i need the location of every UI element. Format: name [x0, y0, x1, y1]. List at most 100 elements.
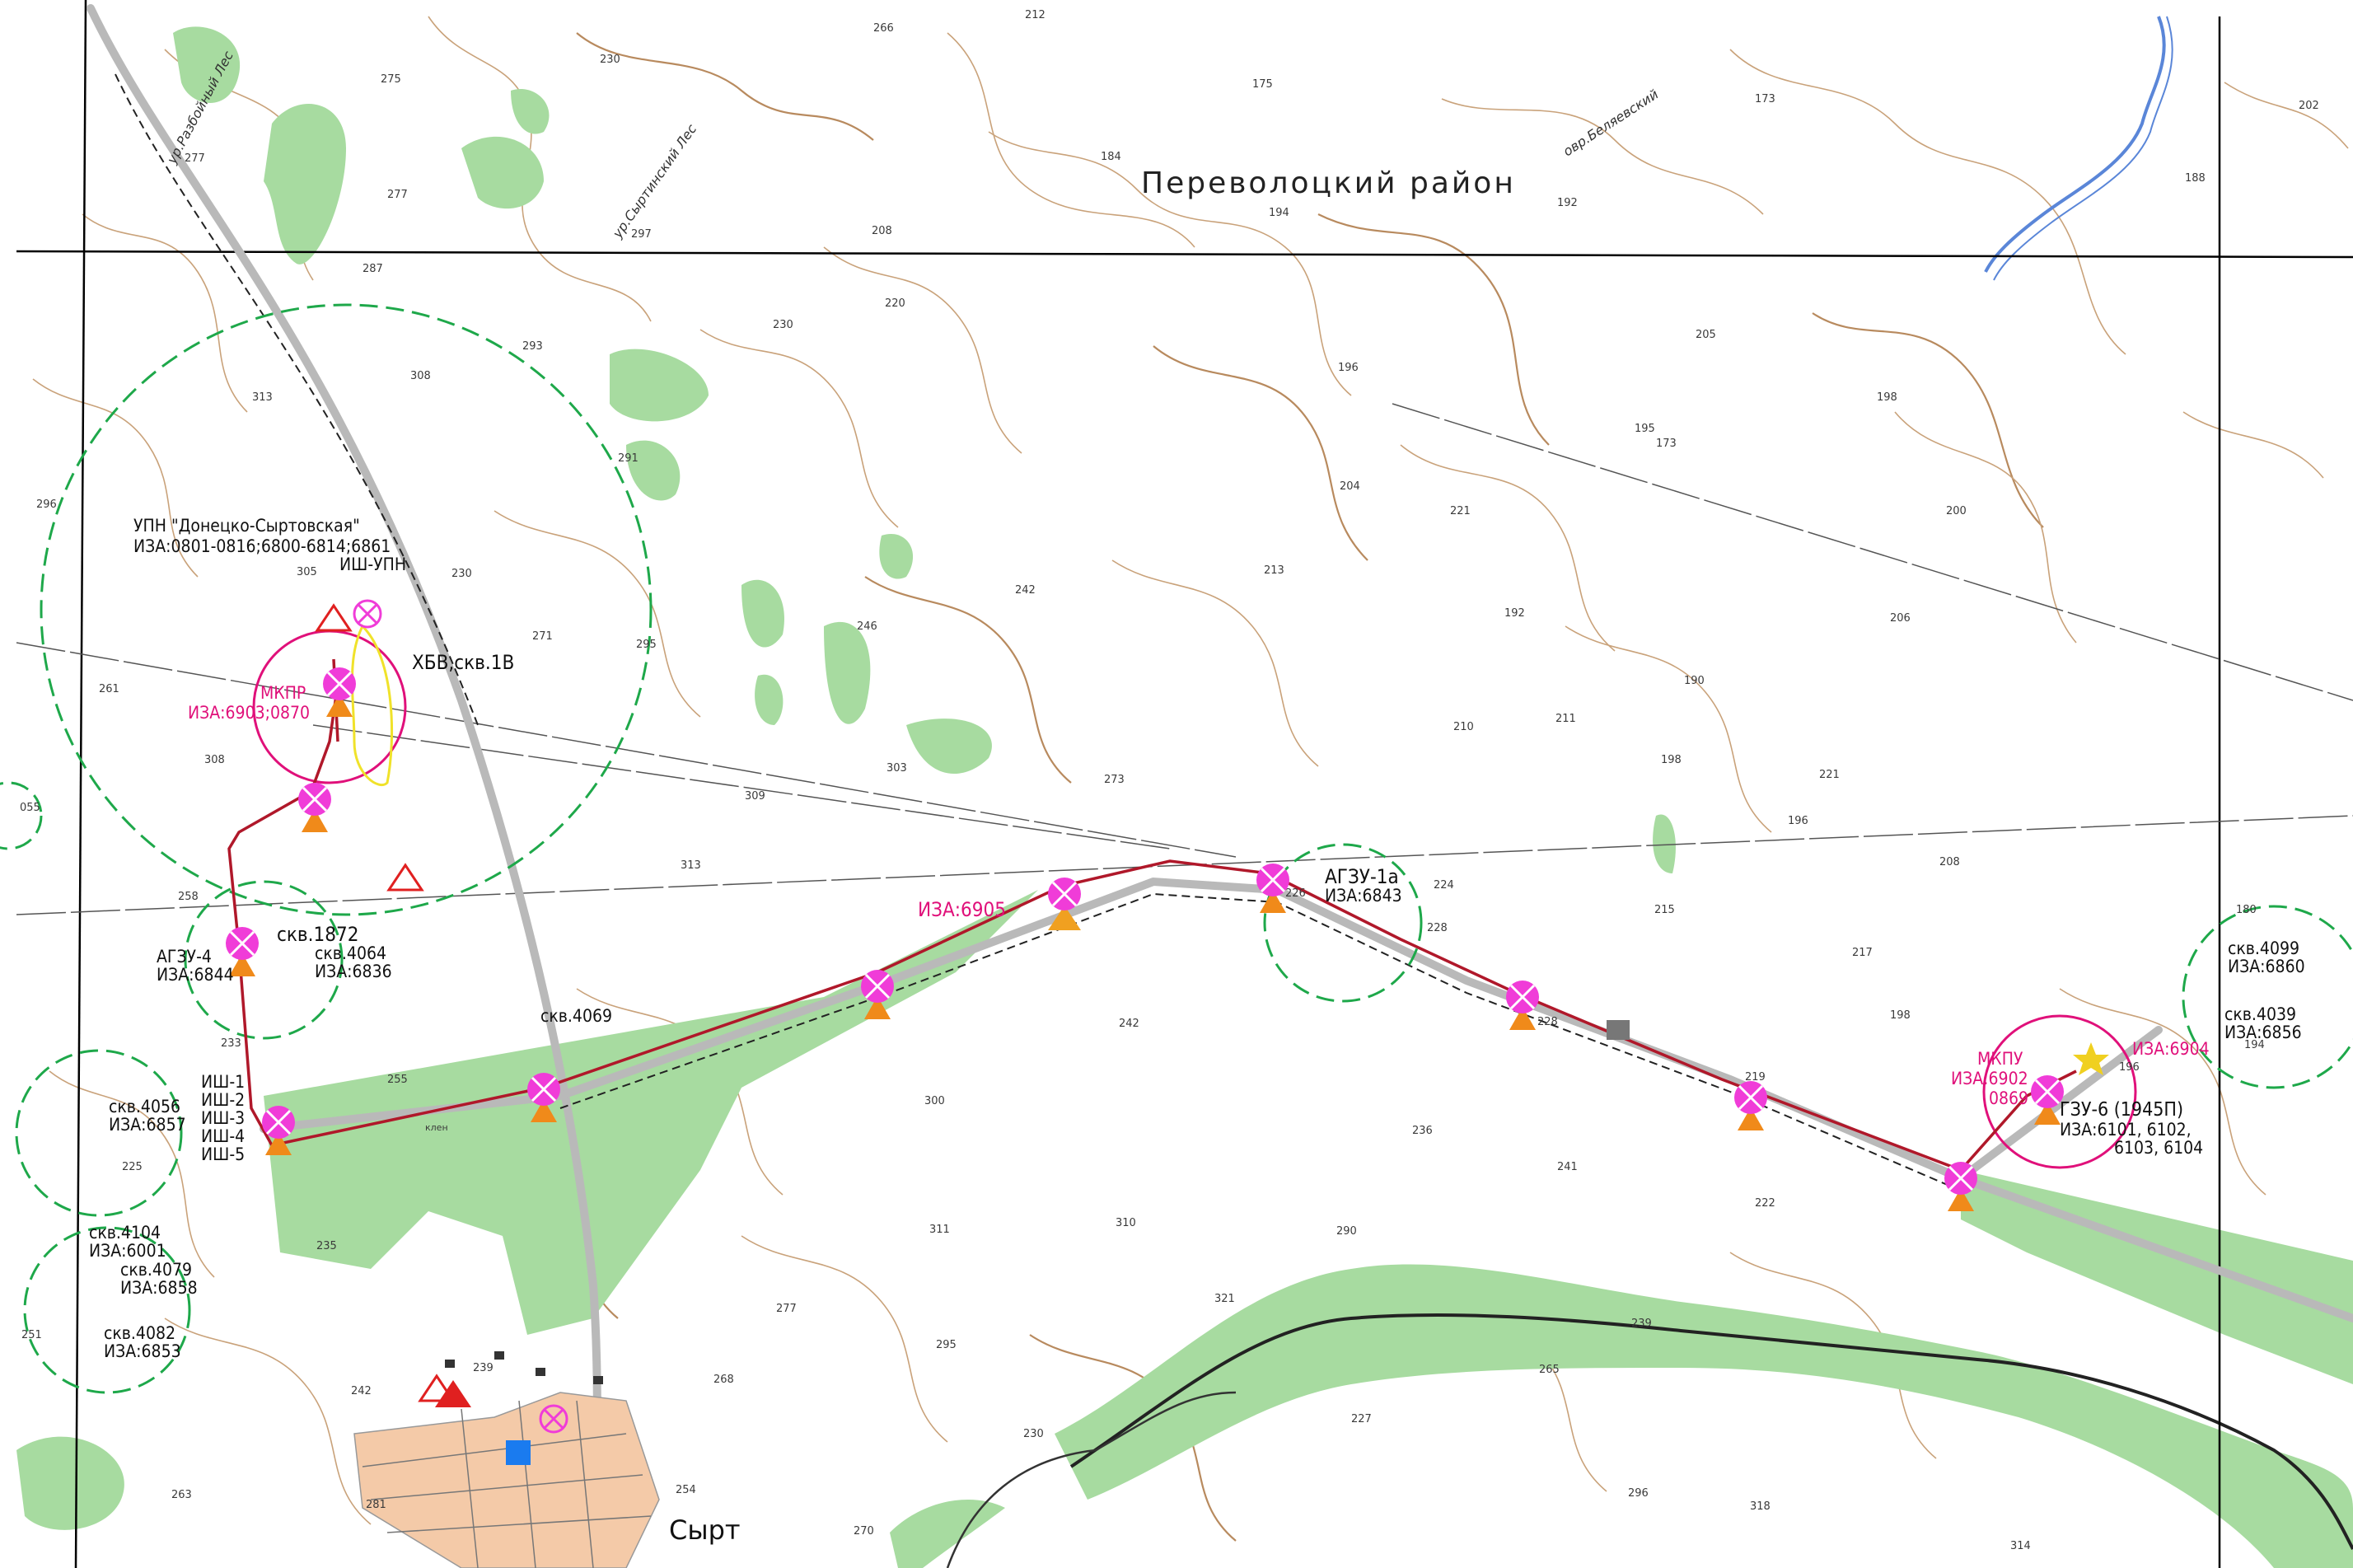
elevation-label: 295 [636, 639, 657, 651]
forest-patch [824, 621, 871, 724]
iza6904-label: ИЗА:6904 [2132, 1039, 2210, 1059]
elevation-label: 305 [297, 566, 317, 578]
buffer-zone-skv4056 [15, 1049, 183, 1217]
elevation-label: 261 [99, 683, 119, 695]
elevation-label: 200 [1946, 505, 1967, 517]
emission-source-icon [1048, 878, 1081, 930]
forest-patch [1653, 814, 1676, 873]
warning-triangle-icon [315, 603, 353, 632]
elevation-label: 287 [363, 263, 383, 275]
elevation-label: 268 [713, 1374, 734, 1386]
forest-patch [906, 718, 992, 775]
forest-patch [264, 104, 346, 264]
elevation-label: 242 [351, 1385, 372, 1397]
agzu1a-iza: ИЗА:6843 [1325, 886, 1402, 906]
emission-source-icon [2031, 1075, 2064, 1125]
elevation-label: 055 [20, 802, 40, 814]
buffer-zone-skv4099 [2182, 905, 2353, 1089]
vegetation-strip [264, 890, 1038, 1335]
forest-patch [511, 89, 550, 134]
ish3-label: ИШ-3 [201, 1108, 245, 1128]
elevation-label: 313 [681, 859, 701, 872]
elevation-label: 233 [221, 1037, 241, 1050]
agzu4-name: АГЗУ-4 [157, 947, 212, 967]
elevation-label: 173 [1755, 93, 1775, 105]
elevation-label: 310 [1116, 1217, 1136, 1229]
elevation-label: 198 [1661, 754, 1682, 766]
elevation-label: 270 [854, 1525, 874, 1538]
emission-source-icon [323, 667, 356, 717]
gzu6-name: ГЗУ-6 (1945П) [2060, 1099, 2183, 1121]
elevation-label: 221 [1450, 505, 1471, 517]
elevation-label: 226 [1285, 887, 1306, 900]
skv4064-name: скв.4064 [315, 943, 386, 963]
buffer-zones [0, 303, 2353, 1394]
elevation-label: 192 [1557, 197, 1578, 209]
elevation-label: 313 [252, 391, 273, 404]
elevation-label: 296 [36, 498, 57, 511]
elevation-label: 265 [1539, 1364, 1560, 1376]
mkpu-name: МКПУ [1977, 1049, 2023, 1069]
elevation-label: 190 [1684, 675, 1705, 687]
emission-source-icon [1944, 1162, 1977, 1211]
elevation-label: 220 [885, 297, 905, 310]
khbv-label: ХБВ,скв.1В [412, 651, 514, 674]
elevation-label: 277 [185, 152, 205, 165]
forest-patch [610, 349, 709, 422]
elevation-label: 314 [2010, 1540, 2031, 1552]
mkpr-iza: ИЗА:6903;0870 [188, 703, 310, 723]
building-icon [1607, 1020, 1630, 1040]
river-floodplain [1055, 1264, 2353, 1568]
river-floodplain [890, 1500, 1005, 1568]
elevation-label: 204 [1340, 480, 1360, 493]
elevation-label: 180 [2236, 904, 2257, 916]
elevation-label: 236 [1412, 1125, 1433, 1137]
elevation-label: 297 [631, 228, 652, 241]
elevation-label: 219 [1745, 1071, 1766, 1084]
elevation-label: 271 [532, 630, 553, 643]
skv4104-iza: ИЗА:6001 [89, 1241, 166, 1261]
elevation-label: 293 [522, 340, 543, 353]
elevation-label: 303 [886, 762, 907, 775]
agzu1a-name: АГЗУ-1а [1325, 865, 1399, 888]
elevation-label: 175 [1252, 78, 1273, 91]
skv4069-label: скв.4069 [540, 1006, 612, 1026]
elevation-label: 184 [1101, 151, 1121, 163]
facility-markers [226, 599, 2109, 1465]
elevation-label: 212 [1025, 9, 1046, 21]
elevation-label: 277 [776, 1303, 797, 1315]
elevation-label: 198 [1890, 1009, 1911, 1022]
ish1-label: ИШ-1 [201, 1072, 245, 1092]
elevation-label: 296 [1628, 1487, 1649, 1500]
emission-source-icon [1506, 981, 1539, 1030]
elevation-label: 222 [1755, 1197, 1775, 1210]
elevation-label: 235 [316, 1240, 337, 1252]
agzu4-iza: ИЗА:6844 [157, 965, 234, 985]
elevation-label: 273 [1104, 774, 1125, 786]
buffer-zone-upn [40, 303, 653, 916]
upn-iza: ИЗА:0801-0816;6800-6814;6861 [133, 536, 391, 556]
elevation-label: 318 [1750, 1500, 1771, 1513]
elevation-label: 196 [1338, 362, 1359, 374]
sanitary-zone-mkpu [1982, 1014, 2137, 1169]
elevation-label: 194 [1269, 207, 1289, 219]
elevation-label: 194 [2244, 1039, 2265, 1051]
elevation-label: 291 [618, 452, 639, 465]
forest-patch [741, 579, 784, 648]
skv4056-iza: ИЗА:6857 [109, 1115, 186, 1135]
elevation-label: 206 [1890, 612, 1911, 625]
mkpu-iza-b: 0869 [1989, 1088, 2028, 1108]
elevation-label: 198 [1877, 391, 1897, 404]
skv4104-name: скв.4104 [89, 1223, 161, 1243]
elevation-label: 277 [387, 189, 408, 201]
forest-patch [755, 674, 784, 725]
forest-patch [173, 26, 241, 103]
emission-source-icon [1734, 1081, 1767, 1130]
skv4082-iza: ИЗА:6853 [104, 1341, 181, 1361]
warning-triangle-icon [418, 1374, 456, 1402]
elevation-label: 239 [473, 1362, 494, 1374]
elevation-label: 195 [1635, 423, 1655, 435]
skv4039-name: скв.4039 [2224, 1004, 2296, 1024]
mkpu-iza-a: ИЗА:6902 [1951, 1069, 2028, 1088]
elevation-label: 188 [2185, 172, 2206, 185]
